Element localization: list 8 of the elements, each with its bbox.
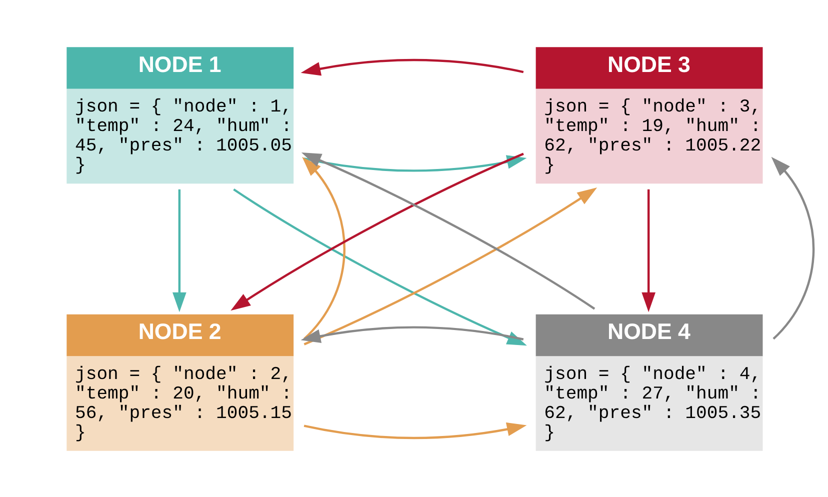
arrow (642, 188, 656, 312)
arrow (172, 188, 186, 312)
arrow (771, 156, 814, 340)
arrow (302, 156, 346, 340)
arrow (230, 152, 524, 310)
arrow (300, 326, 524, 342)
arrow (304, 422, 527, 439)
arrow (301, 152, 596, 310)
